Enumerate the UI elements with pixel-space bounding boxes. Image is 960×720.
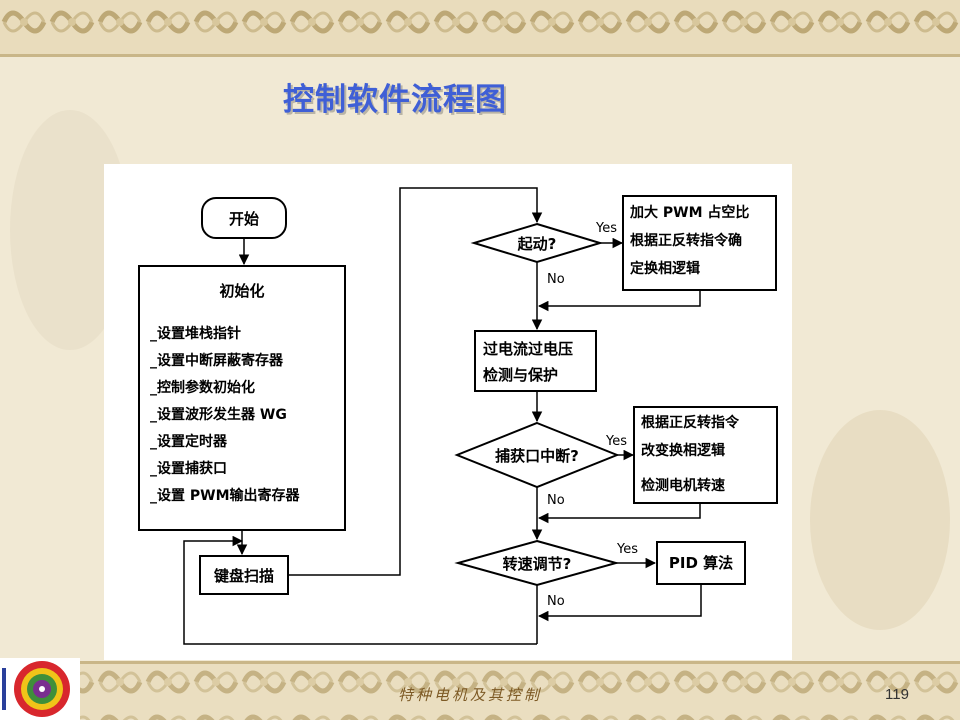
decision-speed: 转速调节? (454, 539, 620, 587)
no-label: No (547, 272, 565, 287)
pid-label: PID 算法 (669, 554, 733, 572)
pid-box: PID 算法 (656, 541, 746, 585)
connector (183, 535, 537, 645)
connector (537, 290, 701, 312)
action-line: 检测电机转速 (641, 477, 725, 494)
init-item: _设置捕获口 (150, 460, 227, 477)
init-item: _设置波形发生器 WG (150, 406, 287, 423)
start-terminal: 开始 (201, 197, 287, 239)
init-item: _设置中断屏蔽寄存器 (150, 352, 284, 369)
action-line: 定换相逻辑 (630, 260, 700, 277)
decision-capture: 捕获口中断? (454, 421, 620, 489)
decision-speed-label: 转速调节? (503, 555, 572, 573)
decision-start-label: 起动? (517, 235, 557, 253)
connector (537, 584, 702, 622)
action-line: 根据正反转指令 (641, 414, 740, 431)
action-line: 加大 PWM 占空比 (629, 204, 749, 221)
footer-title: 特种电机及其控制 (398, 686, 543, 704)
decision-start: 起动? (470, 222, 604, 264)
page-number: 119 (885, 686, 909, 703)
connector (288, 187, 543, 576)
keyboard-scan-label: 键盘扫描 (213, 567, 274, 585)
university-logo (0, 658, 80, 720)
yes-label: Yes (605, 434, 627, 449)
start-label: 开始 (229, 210, 259, 228)
init-item: _设置定时器 (150, 433, 228, 450)
init-box: 初始化 _设置堆栈指针 _设置中断屏蔽寄存器 _控制参数初始化 _设置波形发生器… (138, 265, 346, 531)
action-line: 改变换相逻辑 (641, 442, 725, 459)
yes-label: Yes (595, 221, 617, 236)
capture-yes-action-box: 根据正反转指令 改变换相逻辑 检测电机转速 (633, 406, 778, 504)
init-item: _设置堆栈指针 (150, 325, 241, 342)
keyboard-scan-box: 键盘扫描 (199, 555, 289, 595)
protection-line: 检测与保护 (483, 366, 558, 384)
init-item: _控制参数初始化 (150, 379, 255, 396)
protection-box: 过电流过电压 检测与保护 (474, 330, 597, 392)
start-yes-action-box: 加大 PWM 占空比 根据正反转指令确 定换相逻辑 (622, 195, 777, 291)
slide-title: 控制软件流程图 (283, 82, 507, 118)
protection-line: 过电流过电压 (483, 340, 573, 358)
action-line: 根据正反转指令确 (630, 232, 742, 249)
flowchart-panel: 开始 初始化 _设置堆栈指针 _设置中断屏蔽寄存器 _控制参数初始化 _设置波形… (104, 164, 792, 660)
decision-capture-label: 捕获口中断? (495, 447, 579, 465)
flowchart: 开始 初始化 _设置堆栈指针 _设置中断屏蔽寄存器 _控制参数初始化 _设置波形… (138, 187, 778, 645)
init-item: _设置 PWM输出寄存器 (150, 487, 301, 504)
init-title: 初始化 (219, 282, 264, 300)
no-label: No (547, 493, 565, 508)
connector (537, 503, 701, 524)
no-label: No (547, 594, 565, 609)
yes-label: Yes (616, 542, 638, 557)
